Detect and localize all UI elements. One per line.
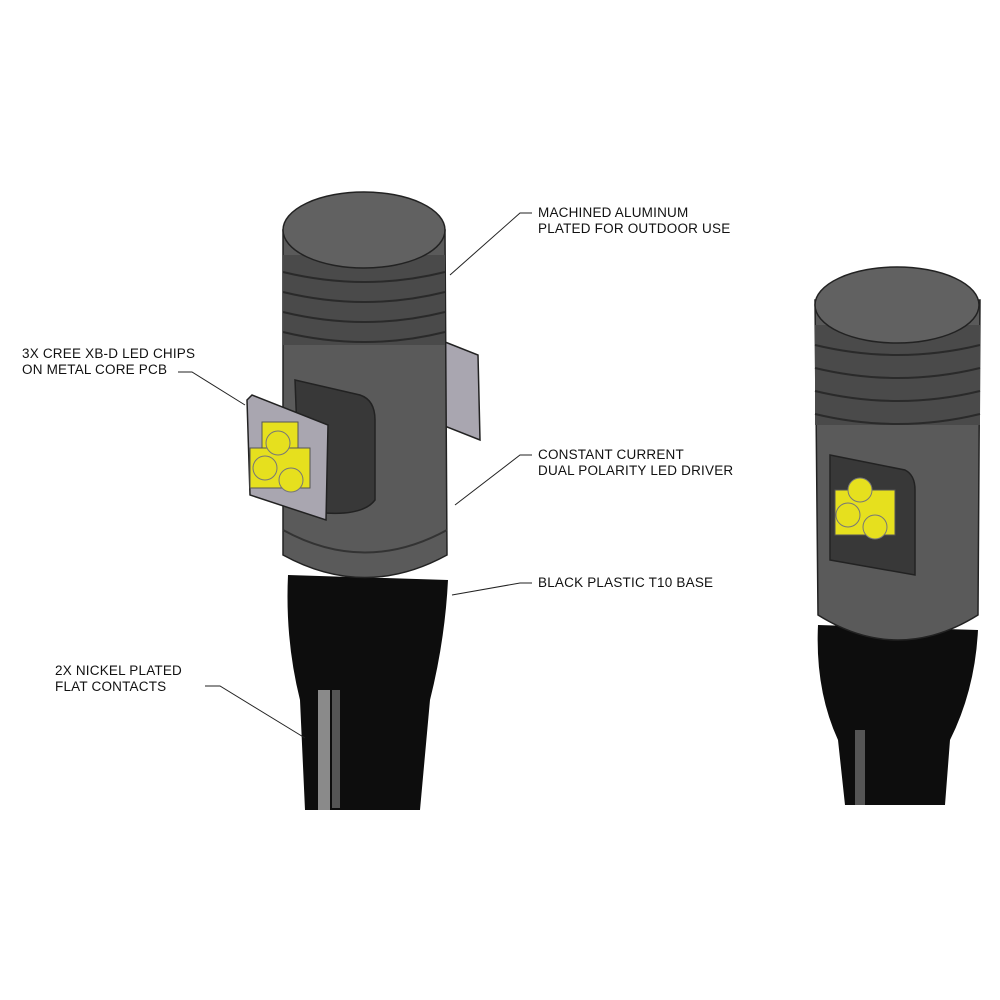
led-chip (847, 477, 873, 503)
flat-contact (332, 690, 340, 808)
label-line: PLATED FOR OUTDOOR USE (538, 221, 731, 236)
housing-cap (814, 266, 980, 344)
label-base: BLACK PLASTIC T10 BASE (538, 575, 713, 591)
led-chip (265, 430, 291, 456)
label-contacts: 2X NICKEL PLATED FLAT CONTACTS (55, 663, 182, 695)
bulb-exploded (246, 191, 481, 810)
label-driver: CONSTANT CURRENT DUAL POLARITY LED DRIVE… (538, 447, 733, 479)
label-line: FLAT CONTACTS (55, 679, 167, 694)
housing-cap (282, 191, 446, 269)
t10-base (287, 575, 448, 810)
leader-lines (178, 212, 532, 739)
led-chip (278, 467, 304, 493)
flat-contact (318, 690, 330, 810)
bulb-assembled (814, 266, 981, 805)
cooling-fins (282, 271, 446, 343)
label-line: BLACK PLASTIC T10 BASE (538, 575, 714, 590)
led-chip (835, 502, 861, 528)
led-chip (252, 455, 278, 481)
label-housing: MACHINED ALUMINUM PLATED FOR OUTDOOR USE (538, 205, 730, 237)
label-line: 2X NICKEL PLATED (55, 663, 182, 678)
label-line: DUAL POLARITY LED DRIVER (538, 463, 734, 478)
t10-base (817, 625, 978, 805)
label-chips: 3X CREE XB-D LED CHIPS ON METAL CORE PCB (22, 346, 195, 378)
led-chip (862, 514, 888, 540)
label-line: ON METAL CORE PCB (22, 362, 168, 377)
label-line: MACHINED ALUMINUM (538, 205, 689, 220)
label-line: 3X CREE XB-D LED CHIPS (22, 346, 196, 361)
label-line: CONSTANT CURRENT (538, 447, 684, 462)
